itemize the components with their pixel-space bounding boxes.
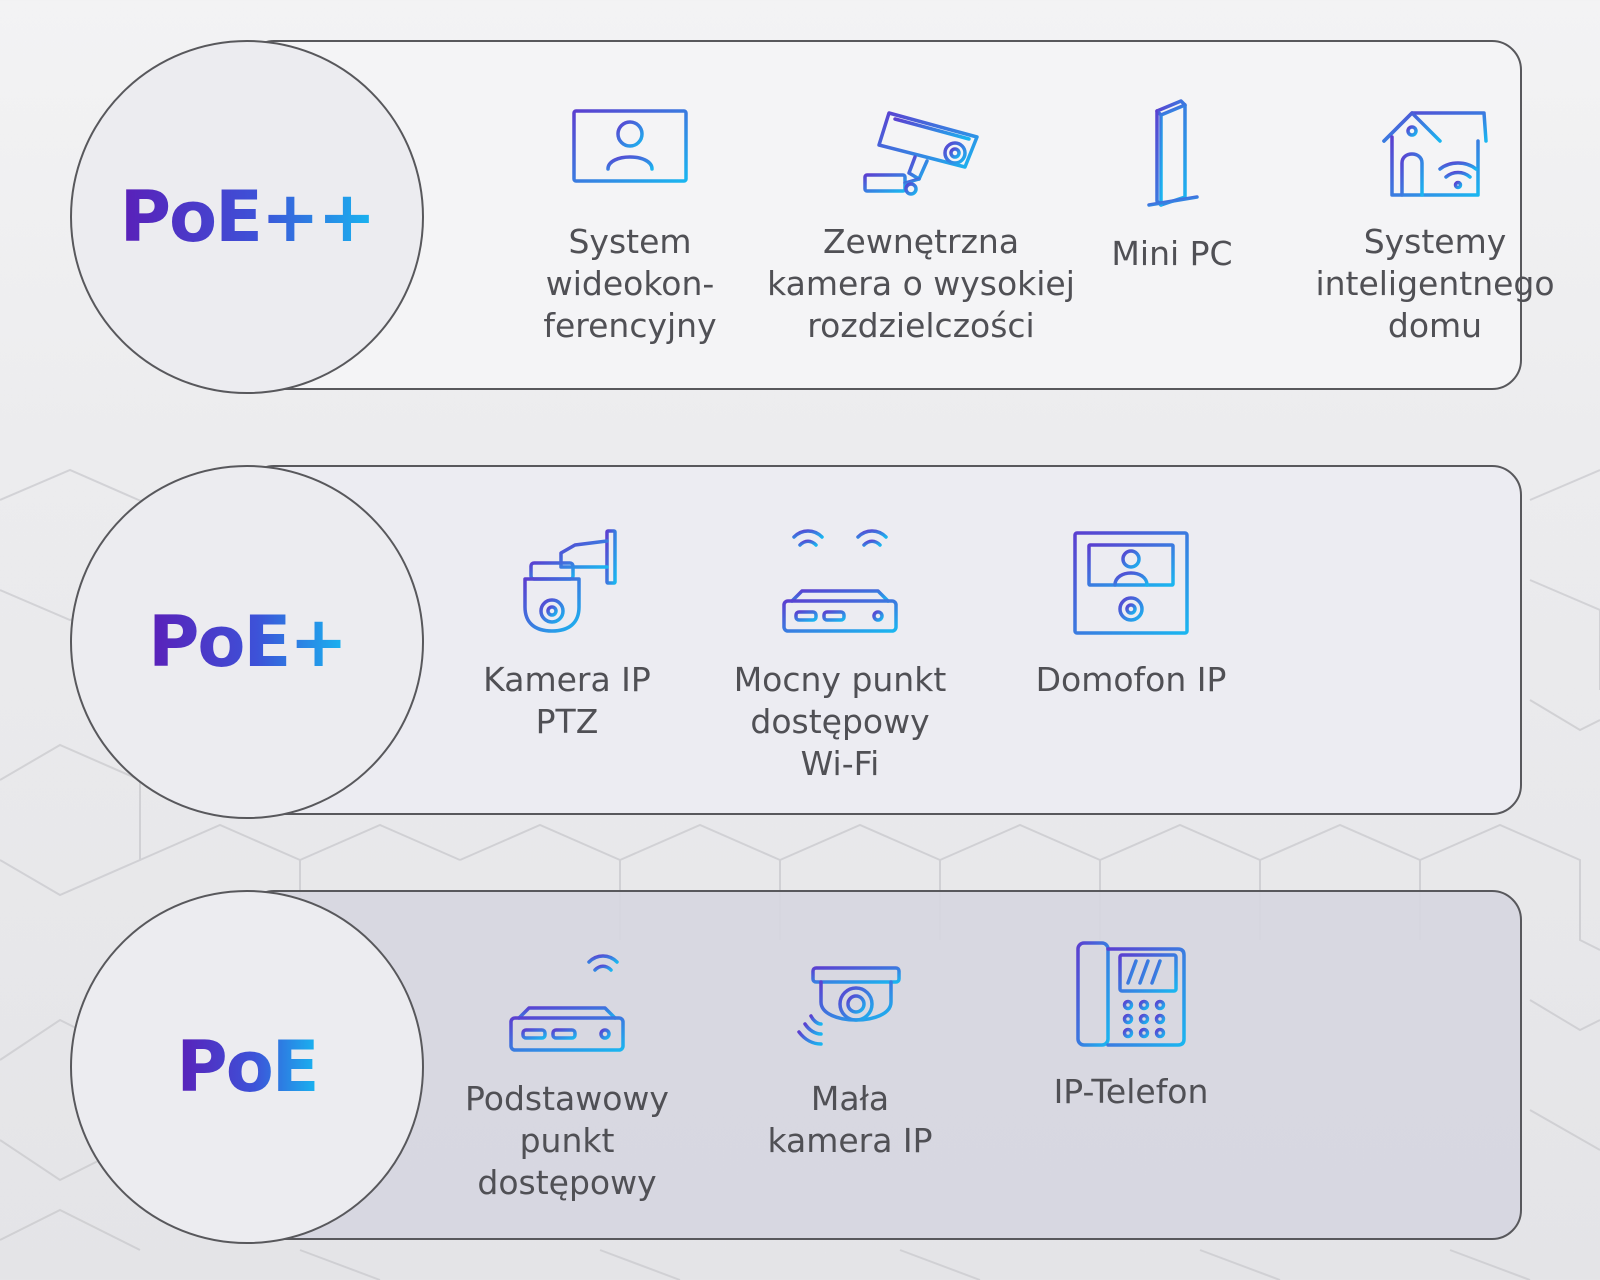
item-label: Domofon IP xyxy=(1035,660,1227,699)
ip-phone-icon xyxy=(1076,941,1186,1047)
item-ip-phone: IP-Telefon xyxy=(961,939,1301,1113)
item-dome-camera: Mała kamera IP xyxy=(680,952,1020,1162)
item-label: System wideokon- ferencyjny xyxy=(543,222,717,345)
item-label: Systemy inteligentnego domu xyxy=(1315,222,1555,345)
item-video-conference: System wideokon- ferencyjny xyxy=(460,107,800,347)
item-label: Mini PC xyxy=(1111,234,1233,273)
item-wifi-router: Mocny punkt dostępowy Wi-Fi xyxy=(670,527,1010,785)
dome-camera-icon xyxy=(797,966,901,1046)
tier-panel: Podstawowy punkt dostępowy Mała kamera I… xyxy=(244,890,1522,1240)
tier-panel: System wideokon- ferencyjny Zewnętrzna k… xyxy=(244,40,1555,390)
intercom-icon xyxy=(1073,531,1189,635)
item-outdoor-camera: Zewnętrzna kamera o wysokiej rozdzielczo… xyxy=(751,107,1091,347)
item-ptz-camera: Kamera IP PTZ xyxy=(397,527,737,743)
smart-home-icon xyxy=(1382,111,1488,197)
tier-label: PoE xyxy=(176,1026,319,1108)
item-label: Mocny punkt dostępowy Wi-Fi xyxy=(733,660,947,783)
item-smart-home: Systemy inteligentnego domu xyxy=(1265,107,1600,347)
tier-badge: PoE+ xyxy=(70,465,424,819)
item-label: IP-Telefon xyxy=(1053,1072,1209,1111)
item-mini-pc: Mini PC xyxy=(1002,97,1342,275)
tier-poe-plus: Kamera IP PTZ Mocny punkt dostępowy Wi-F… xyxy=(70,465,1526,819)
tier-panel: Kamera IP PTZ Mocny punkt dostępowy Wi-F… xyxy=(244,465,1522,815)
tier-badge: PoE xyxy=(70,890,424,1244)
item-label: Podstawowy punkt dostępowy xyxy=(465,1079,669,1202)
tier-label: PoE++ xyxy=(119,176,377,258)
tier-poe: Podstawowy punkt dostępowy Mała kamera I… xyxy=(70,890,1526,1244)
access-point-icon xyxy=(509,954,625,1052)
item-intercom: Domofon IP xyxy=(961,529,1301,701)
item-access-point: Podstawowy punkt dostępowy xyxy=(397,952,737,1204)
tier-badge: PoE++ xyxy=(70,40,424,394)
item-label: Zewnętrzna kamera o wysokiej rozdzielczo… xyxy=(767,222,1075,345)
tier-label: PoE+ xyxy=(148,601,348,683)
outdoor-camera-icon xyxy=(863,111,979,196)
wifi-router-icon xyxy=(782,529,898,633)
video-conference-icon xyxy=(572,109,688,195)
ptz-camera-icon xyxy=(523,529,617,633)
tier-poe-plus-plus: System wideokon- ferencyjny Zewnętrzna k… xyxy=(70,40,1555,394)
mini-pc-icon xyxy=(1147,99,1199,207)
item-label: Mała kamera IP xyxy=(767,1079,933,1160)
item-label: Kamera IP PTZ xyxy=(483,660,651,741)
